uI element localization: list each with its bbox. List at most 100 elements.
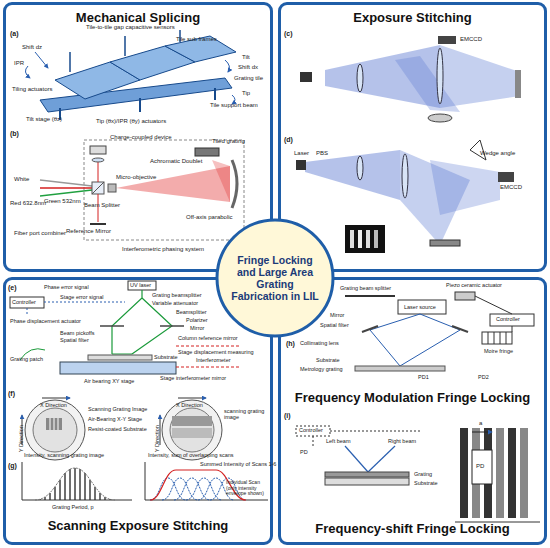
part-label: Shift dx <box>238 64 258 71</box>
panel-title: Mechanical Splicing <box>6 10 270 25</box>
stitching-optics-d <box>402 154 408 198</box>
scanning-system <box>112 354 132 355</box>
phasing-optics <box>98 160 99 182</box>
stage-views <box>178 398 206 399</box>
part-label: a <box>479 420 482 427</box>
panel-letter: (g) <box>8 462 17 470</box>
part-label: Achromatic Doublet <box>150 158 202 165</box>
phasing-optics <box>92 158 104 162</box>
center-circle: Fringe Locking and Large Area Grating Fa… <box>215 218 335 338</box>
scanning-system <box>44 302 125 303</box>
part-label: Beam Splitter <box>84 202 120 209</box>
part-label: PD2 <box>478 374 489 380</box>
fs-locking-setup <box>325 478 409 485</box>
fs-locking-setup <box>496 428 504 518</box>
part-label: Scanning Grating Image <box>88 406 147 412</box>
stitching-optics-d <box>358 230 362 248</box>
stitching-optics-c <box>437 48 443 104</box>
part-label: Air-Bearing X-Y Stage <box>88 416 142 422</box>
part-label: Interferometric phasing system <box>122 246 204 253</box>
stage-views <box>172 416 212 426</box>
stage-views <box>58 418 59 430</box>
phasing-optics <box>195 148 219 156</box>
part-label: Micro-objective <box>116 174 156 181</box>
part-label: Grating Period, p <box>52 504 94 510</box>
stitching-optics-d <box>350 230 354 248</box>
tiling-assembly <box>214 88 216 100</box>
center-title: Fringe Locking and Large Area Grating Fa… <box>229 254 321 302</box>
intensity-plots <box>22 462 23 500</box>
stage-views <box>46 418 62 430</box>
part-label: Intensity, scanning grating image <box>24 452 104 458</box>
fs-locking-setup <box>472 432 492 433</box>
part-label: Substrate <box>414 480 438 486</box>
stage-views <box>42 398 70 399</box>
part-label: Controller <box>299 427 323 433</box>
phasing-optics <box>40 187 92 189</box>
part-label: Tiled grating <box>212 138 245 145</box>
stage-views <box>170 408 214 452</box>
panel-letter: (i) <box>284 412 291 420</box>
part-label: Tip <box>242 90 250 97</box>
fm-locking-setup <box>345 295 395 297</box>
part-label: Phase error signal <box>44 284 89 290</box>
fs-locking-setup <box>455 522 540 523</box>
fm-locking-setup <box>488 332 489 344</box>
stitching-optics-c <box>357 64 363 92</box>
scanning-system <box>100 325 124 327</box>
part-label: Reference Mirror <box>66 228 111 235</box>
part-label: Metrology grating <box>300 366 343 372</box>
panel-title: Scanning Exposure Stitching <box>6 518 270 533</box>
fs-locking-setup <box>325 472 409 477</box>
stitching-optics-d <box>498 172 514 182</box>
part-label: Charge-coupled device <box>110 134 172 141</box>
part-label: EMCCD <box>460 36 482 43</box>
part-label: Controller <box>496 316 520 322</box>
part-label: Individual Scan (only intensity envelope… <box>226 480 270 497</box>
stage-views <box>25 400 85 460</box>
part-label: X Direction <box>176 402 203 408</box>
fs-locking-setup <box>472 450 492 484</box>
part-label: Air bearing XY stage <box>84 378 134 384</box>
scanning-system <box>60 362 176 374</box>
phasing-optics <box>92 182 104 194</box>
part-label: Grating tile <box>234 75 263 82</box>
part-label: Tile sub frames <box>176 36 217 43</box>
part-label: Tilt stage (θz) <box>26 116 62 123</box>
part-label: Moire fringe <box>484 348 513 354</box>
part-label: Tile-to-tile gap capacitive sensors <box>86 24 175 31</box>
tiling-assembly <box>124 36 126 56</box>
part-label: Mirror <box>190 325 204 331</box>
tiling-assembly <box>69 52 71 72</box>
part-label: Controller <box>12 299 36 305</box>
panel-title: Frequency-shift Fringe Locking <box>281 521 544 536</box>
fm-locking-setup <box>355 366 445 371</box>
part-label: Spatial filter <box>60 337 89 343</box>
panel-letter: (h) <box>286 340 295 348</box>
part-label: Right beam <box>388 438 416 444</box>
part-label: White <box>14 176 29 183</box>
stage-views <box>162 400 222 460</box>
part-label: Intensity, sum of overlapping scans <box>148 452 234 458</box>
part-label: Collimating lens <box>300 340 339 346</box>
stitching-optics-d <box>357 156 363 180</box>
stitching-optics-d <box>296 160 306 170</box>
part-label: PD <box>300 449 308 455</box>
panel-title: Exposure Stitching <box>281 10 544 25</box>
part-label: PBS <box>316 150 328 157</box>
fs-locking-setup <box>330 431 420 432</box>
scanning-system <box>160 325 184 327</box>
fm-locking-setup <box>506 332 507 344</box>
part-label: X Direction <box>40 402 67 408</box>
part-label: Variable attenuator <box>152 300 198 306</box>
intensity-plots <box>145 462 146 500</box>
part-label: Beam pickoffs <box>60 330 94 336</box>
fm-locking-setup <box>512 326 513 332</box>
phasing-optics <box>90 223 106 225</box>
scanning-system <box>88 355 152 360</box>
part-label: Tiling actuators <box>12 86 52 93</box>
part-label: Off-axis parabolic <box>186 214 233 221</box>
part-label: Shift dz <box>22 44 42 51</box>
part-label: Red 632.8nm <box>10 200 46 207</box>
part-label: Substrate <box>316 357 340 363</box>
